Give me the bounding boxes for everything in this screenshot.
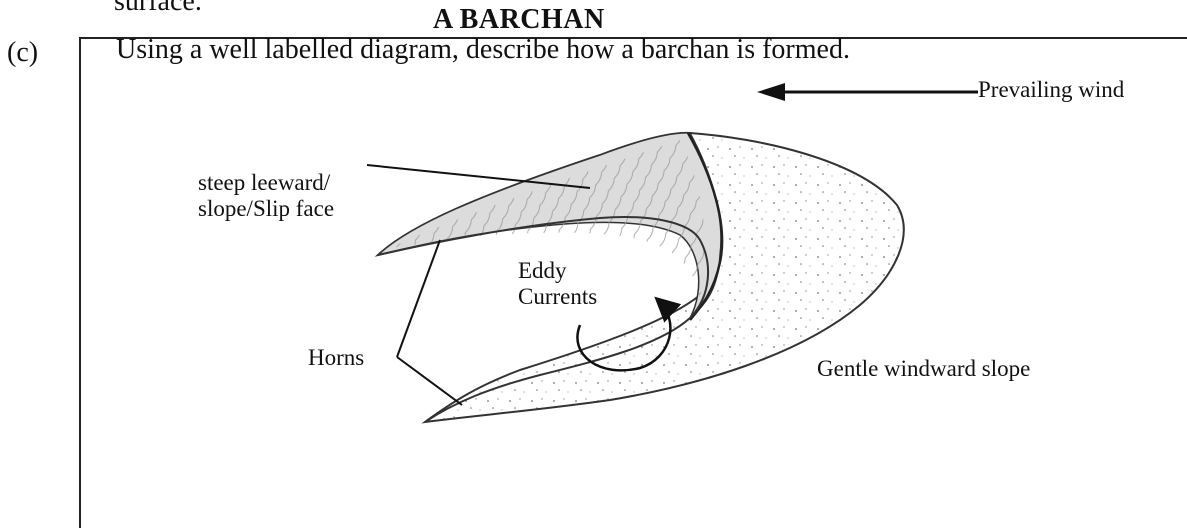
label-slip-face: steep leeward/ slope/Slip face	[198, 170, 334, 222]
label-eddy-line1: Eddy	[518, 258, 597, 284]
prevailing-wind-arrow	[757, 83, 978, 101]
label-eddy-currents: Eddy Currents	[518, 258, 597, 310]
label-eddy-line2: Currents	[518, 284, 597, 310]
label-prevailing-wind: Prevailing wind	[978, 77, 1124, 103]
label-slip-face-line1: steep leeward/	[198, 170, 334, 196]
label-gentle-windward-slope: Gentle windward slope	[817, 356, 1030, 382]
label-slip-face-line2: slope/Slip face	[198, 196, 334, 222]
label-horns: Horns	[308, 345, 364, 371]
horns-leaders	[397, 240, 462, 405]
